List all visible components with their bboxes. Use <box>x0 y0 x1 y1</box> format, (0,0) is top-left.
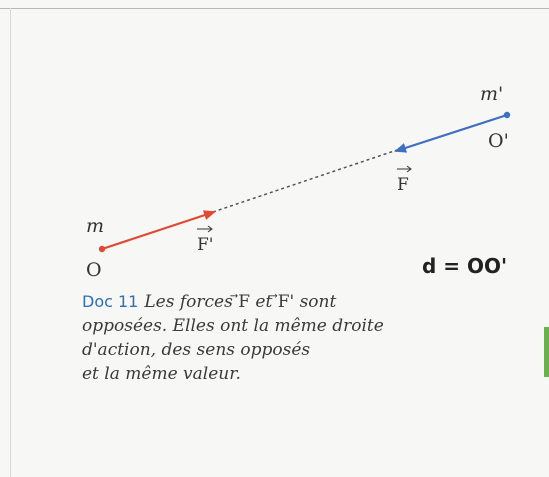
caption-text-1b: et <box>250 292 278 312</box>
force-f-prime-label: F' <box>197 235 213 255</box>
force-f-vector-tip <box>406 165 412 173</box>
mass-m-prime-label: m' <box>480 83 503 105</box>
caption-text-1a: Les forces <box>144 292 239 312</box>
caption-vector-f: F <box>238 290 250 314</box>
caption-text-1c: sont <box>294 292 337 312</box>
green-margin-tab <box>544 327 549 377</box>
force-f-arrow <box>394 113 508 153</box>
point-o-prime-label: O' <box>488 130 509 152</box>
caption-line-3: d'action, des sens opposés <box>82 340 311 360</box>
mass-m-label: m <box>86 215 104 237</box>
caption-vector-f-prime: F' <box>278 290 294 314</box>
point-o-dot <box>98 245 106 253</box>
point-o-prime-dot <box>503 111 511 119</box>
line-of-action <box>212 149 398 213</box>
top-rule <box>0 8 549 9</box>
point-o-label: O <box>86 259 102 281</box>
left-rule <box>10 8 11 477</box>
force-f-prime-arrow <box>101 210 216 251</box>
figure-caption: Doc 11 Les forces F et F' sont opposées. … <box>82 290 542 386</box>
force-diagram: m O F' m' O' F d = OO' <box>86 83 511 281</box>
caption-line-1: Doc 11 Les forces F et F' sont <box>82 290 542 314</box>
caption-line-2: opposées. Elles ont la même droite <box>82 316 384 336</box>
force-f-prime-vector-tip <box>207 225 213 233</box>
doc-label: Doc 11 <box>82 292 139 311</box>
caption-line-4: et la même valeur. <box>82 364 241 384</box>
distance-equation: d = OO' <box>422 254 507 278</box>
force-f-label: F <box>397 175 409 195</box>
